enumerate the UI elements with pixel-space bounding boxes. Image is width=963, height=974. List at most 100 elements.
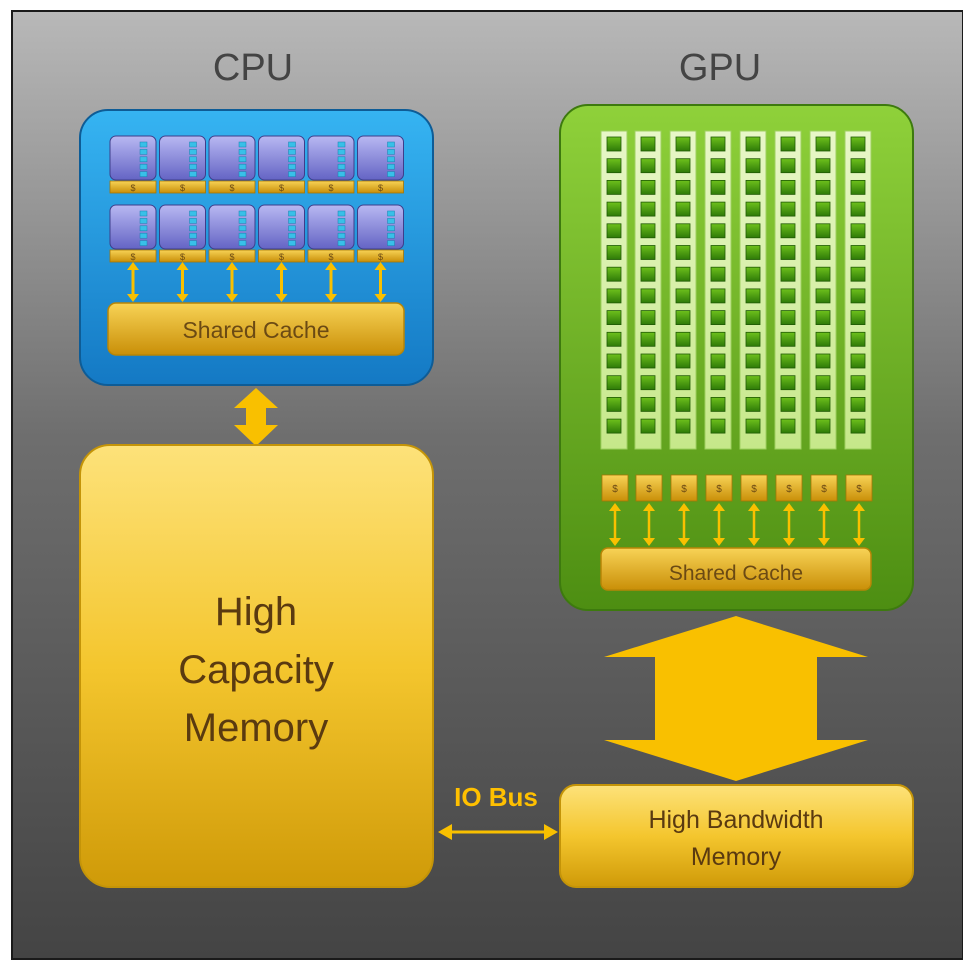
gpu-core-column [600, 130, 628, 450]
gpu-core [815, 396, 831, 412]
gpu-core [745, 266, 761, 282]
gpu-core-cache: $ [670, 474, 698, 502]
gpu-core [815, 310, 831, 326]
io-bus-arrow-icon [438, 824, 558, 840]
gpu-core [640, 375, 656, 391]
gpu-core [815, 223, 831, 239]
gpu-core [606, 418, 622, 434]
gpu-core [780, 288, 796, 304]
gpu-core-cache-label: $ [751, 484, 757, 495]
gpu-core-column [634, 130, 662, 450]
gpu-title: GPU [679, 47, 761, 89]
gpu-core [710, 245, 726, 260]
cpu-core: $ [208, 135, 256, 194]
gpu-core-arrow-icon [713, 503, 725, 546]
gpu-core [675, 223, 691, 239]
gpu-core [850, 223, 866, 239]
cpu-core: $ [307, 204, 355, 263]
cpu-core-cache [357, 180, 404, 194]
gpu-core [850, 353, 866, 369]
gpu-core-cache: $ [705, 474, 733, 502]
cpu-core-cache-label: $ [180, 252, 185, 262]
high-bandwidth-label-line2: Memory [691, 843, 782, 871]
gpu-core [815, 266, 831, 282]
gpu-core-arrow-icon [609, 503, 621, 546]
gpu-core [710, 223, 726, 239]
gpu-core [780, 396, 796, 412]
gpu-core [640, 288, 656, 304]
gpu-core [675, 136, 691, 152]
cpu-shared-cache-label: Shared Cache [182, 317, 329, 343]
gpu-core [780, 245, 796, 260]
gpu-core-arrow-icon [853, 503, 865, 546]
gpu-core [606, 179, 622, 195]
gpu-core [815, 288, 831, 304]
cpu-core-cache [258, 180, 305, 194]
gpu-core [850, 179, 866, 195]
cpu-core-cache-label: $ [130, 252, 135, 262]
gpu-core [745, 310, 761, 326]
gpu-core [850, 158, 866, 174]
gpu-core [710, 201, 726, 217]
gpu-core [640, 158, 656, 174]
gpu-core [675, 288, 691, 304]
gpu-core [745, 375, 761, 391]
cpu-core-grid: $$$$$$$$$$$$ [109, 135, 404, 263]
gpu-core [606, 201, 622, 217]
gpu-core [710, 158, 726, 174]
gpu-core [745, 418, 761, 434]
gpu-core [780, 353, 796, 369]
gpu-core-cache: $ [775, 474, 803, 502]
cpu-core-cache-label: $ [328, 252, 333, 262]
gpu-core [675, 201, 691, 217]
gpu-core [675, 396, 691, 412]
gpu-core [606, 375, 622, 391]
gpu-core-column [739, 130, 767, 450]
gpu-core [640, 331, 656, 347]
gpu-core [710, 418, 726, 434]
gpu-core-cache-label: $ [856, 484, 862, 495]
gpu-core [780, 158, 796, 174]
gpu-core-grid [600, 130, 872, 450]
gpu-core [710, 331, 726, 347]
gpu-core [606, 396, 622, 412]
cpu-core-arrow-icon [226, 262, 238, 302]
cpu-core-arrow-icon [275, 262, 288, 302]
gpu-core [780, 179, 796, 195]
gpu-core [606, 223, 622, 239]
gpu-core [780, 266, 796, 282]
cpu-core: $ [357, 204, 404, 263]
gpu-core [815, 375, 831, 391]
cpu-core: $ [159, 135, 206, 194]
gpu-core-arrow-icon [643, 503, 655, 546]
gpu-core [815, 158, 831, 174]
gpu-core [606, 288, 622, 304]
gpu-core [815, 331, 831, 347]
gpu-core [675, 245, 691, 260]
gpu-core [745, 288, 761, 304]
gpu-core [815, 418, 831, 434]
gpu-core [710, 396, 726, 412]
gpu-core [745, 201, 761, 217]
gpu-core [606, 331, 622, 347]
gpu-core [606, 266, 622, 282]
gpu-core-column [774, 130, 802, 450]
gpu-core [606, 310, 622, 326]
cpu-core-cache [159, 180, 206, 194]
gpu-core-cache-label: $ [681, 484, 687, 495]
cpu-core: $ [208, 204, 256, 263]
gpu-core [675, 331, 691, 347]
cpu-core-arrows [127, 262, 387, 302]
gpu-core-arrow-icon [748, 503, 760, 546]
high-capacity-memory: High Capacity Memory [79, 444, 434, 888]
gpu-core [745, 179, 761, 195]
gpu-core [675, 418, 691, 434]
gpu-core [675, 179, 691, 195]
gpu-core-arrow-icon [818, 503, 830, 546]
gpu-core [850, 288, 866, 304]
cpu-core-cache-label: $ [180, 183, 185, 193]
gpu-core-column [704, 130, 732, 450]
gpu-core [710, 310, 726, 326]
gpu-core-cache-label: $ [646, 484, 652, 495]
